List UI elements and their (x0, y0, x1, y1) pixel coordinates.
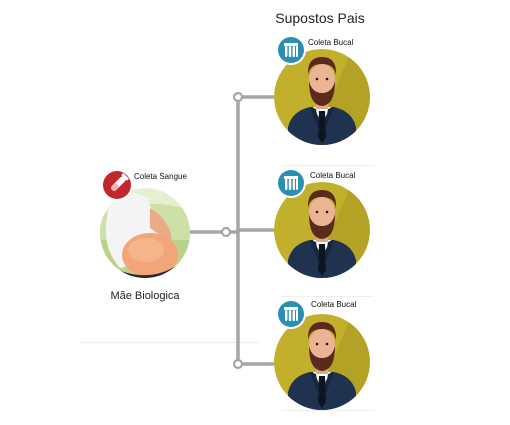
connector-lines (190, 95, 276, 366)
test-tubes-icon (276, 168, 306, 198)
father-badge-label: Coleta Bucal (308, 38, 354, 47)
father-badge-label: Coleta Bucal (310, 171, 356, 180)
mother-badge-label: Coleta Sangue (134, 172, 187, 181)
mother-label: Mãe Biologica (110, 290, 180, 302)
separator-line (282, 165, 374, 166)
test-tubes-icon (276, 299, 306, 329)
separator-line (80, 342, 260, 343)
separator-line (282, 296, 374, 297)
test-tubes-icon (276, 35, 306, 65)
diagram-title: Supostos Pais (275, 10, 365, 26)
separator-line (282, 410, 374, 411)
connector-nodes (220, 91, 244, 370)
blood-test-tube-icon (101, 169, 133, 201)
mother-avatar (100, 188, 190, 278)
father-badge-label: Coleta Bucal (311, 300, 357, 309)
